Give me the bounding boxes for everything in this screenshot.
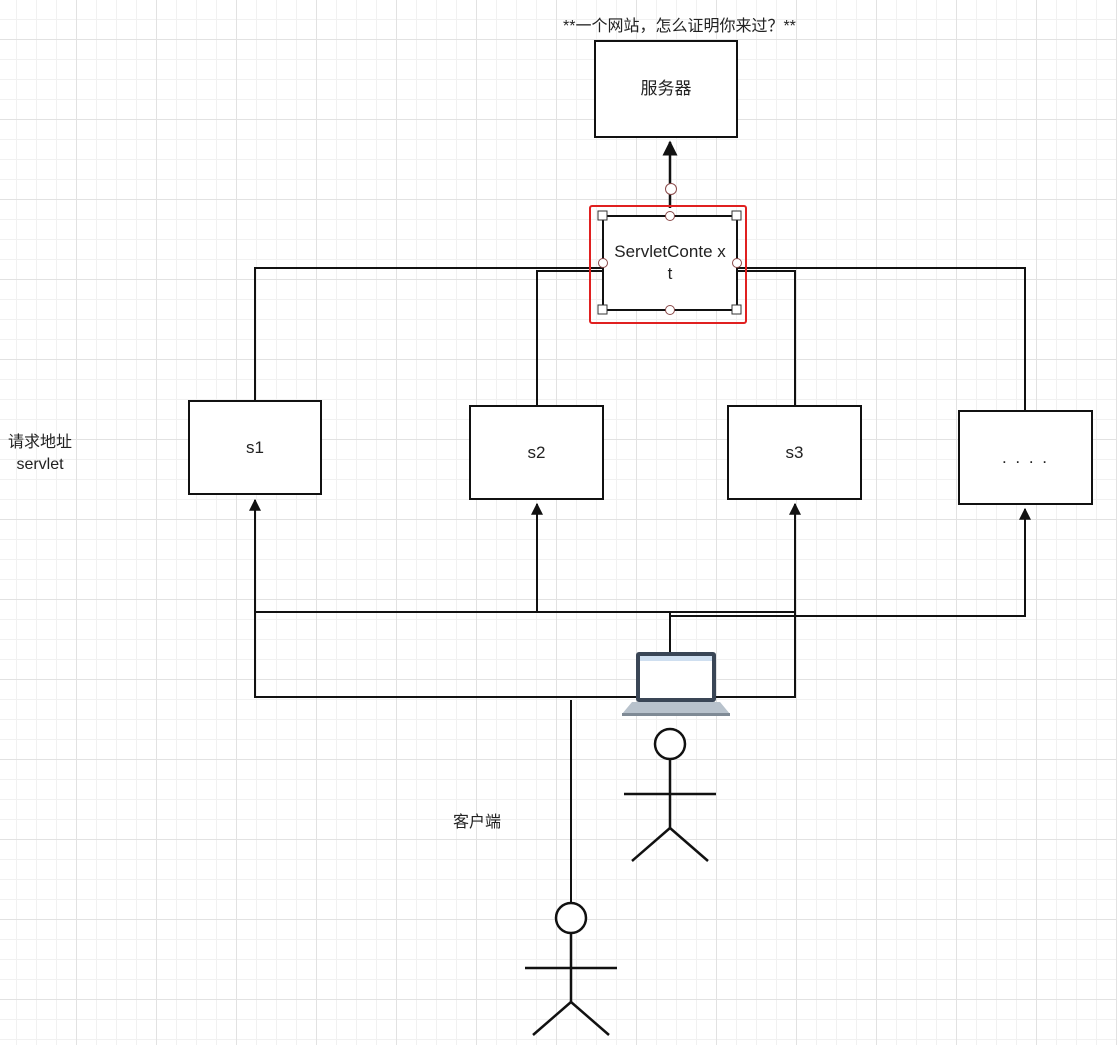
edge-laptop-to-s2 [531,502,670,613]
edge-context-to-more [738,267,1026,411]
servlet-node-s2[interactable]: s2 [469,405,604,500]
connection-point-top[interactable] [665,211,675,221]
edge-context-to-s3 [738,270,796,406]
servlet-context-label: ServletConte xt [614,242,726,283]
servlet-node-s3[interactable]: s3 [727,405,862,500]
request-address-label: 请求地址 servlet [8,432,72,476]
resize-handle-top-left[interactable] [597,210,608,221]
edge-context-to-s1 [254,267,602,401]
diagram-title: **一个网站，怎么证明你来过？** [563,18,796,35]
client-label: 客户端 [453,814,502,831]
connection-point-left[interactable] [598,258,608,268]
edge-client2-bus [254,612,796,698]
request-address-line: 请求地址 [8,434,73,451]
edge-context-to-s2 [536,270,602,406]
resize-handle-bottom-left[interactable] [597,304,608,315]
resize-handle-bottom-right[interactable] [731,304,742,315]
rotate-handle[interactable] [665,183,677,195]
connection-point-bottom[interactable] [665,305,675,315]
connection-point-right[interactable] [732,258,742,268]
selection-outline [589,205,747,324]
laptop-icon [622,652,730,716]
servlet-line: servlet [16,456,64,473]
resize-handle-top-right[interactable] [731,210,742,221]
servlet-node-s1[interactable]: s1 [188,400,322,495]
user-figure-1 [624,727,716,862]
servlet-node-more[interactable]: . . . . [958,410,1093,505]
server-node[interactable]: 服务器 [594,40,738,138]
edge-laptop-to-more [670,507,1031,617]
user-figure-2 [525,901,617,1036]
